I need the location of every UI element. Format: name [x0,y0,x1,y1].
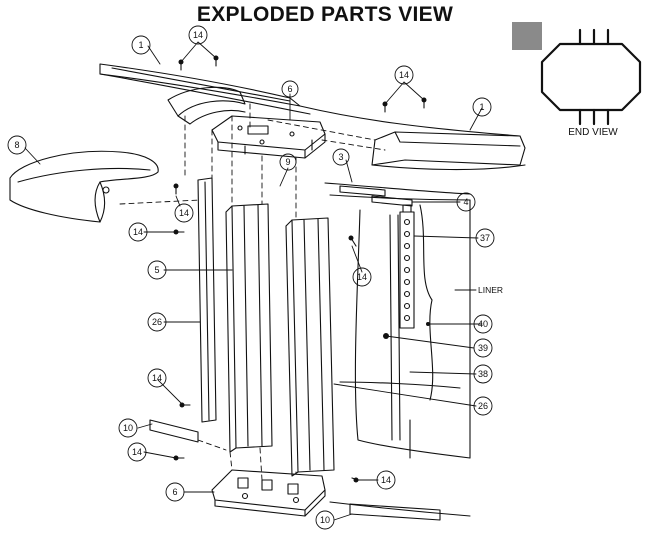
top-rail-left [99,63,311,115]
end-cap-part-8 [9,150,159,223]
callout-9: 9 [285,157,290,167]
callout-8: 8 [14,140,19,150]
bottom-strip-part-10-left [149,419,199,443]
callout-1-left: 1 [138,40,143,50]
callout-1-right: 1 [479,102,484,112]
upright-part-26-right [285,217,335,477]
callout-10-bottom: 10 [320,515,330,525]
callout-14-top-right: 14 [399,70,409,80]
callout-14-mid: 14 [357,272,367,282]
leader-lines [24,41,483,521]
callout-14-bottom-right: 14 [381,475,391,485]
liner-label: LINER [478,285,503,295]
top-plate-part-6 [211,115,326,159]
callout-26-left: 26 [152,317,162,327]
callout-14-top-left: 14 [193,30,203,40]
callout-circles [7,25,495,530]
callout-10-left: 10 [123,423,133,433]
callout-14-cap: 14 [179,208,189,218]
rail-cap-piece [167,86,246,125]
callout-39: 39 [478,343,488,353]
callout-38: 38 [478,369,488,379]
callout-6-bottom: 6 [172,487,177,497]
bottom-plate-part-6 [211,469,326,517]
top-rail-right [299,105,526,171]
callout-14-left: 14 [133,227,143,237]
page-title: EXPLODED PARTS VIEW [196,3,454,26]
callout-37: 37 [480,233,490,243]
assembly-guides [119,103,386,481]
end-view-drawing [540,28,642,126]
wall-panel [324,182,471,459]
upright-part-5 [225,203,273,453]
callout-3: 3 [338,152,343,162]
end-view-label: END VIEW [568,127,618,138]
callout-6-top: 6 [287,84,292,94]
bottom-strip-part-10-right [329,501,471,521]
callout-5: 5 [154,265,159,275]
callout-14-bottom-left: 14 [132,447,142,457]
color-swatch [512,22,542,50]
trim-strip-part-3-4 [339,185,413,207]
callout-4: 4 [463,197,468,207]
upright-part-26-left [197,177,217,423]
callout-40: 40 [478,319,488,329]
screw-heads [173,55,430,483]
bolt-strip-part-37 [399,204,415,329]
callout-26-right: 26 [478,401,488,411]
screws [175,57,425,481]
callout-14-low: 14 [152,373,162,383]
